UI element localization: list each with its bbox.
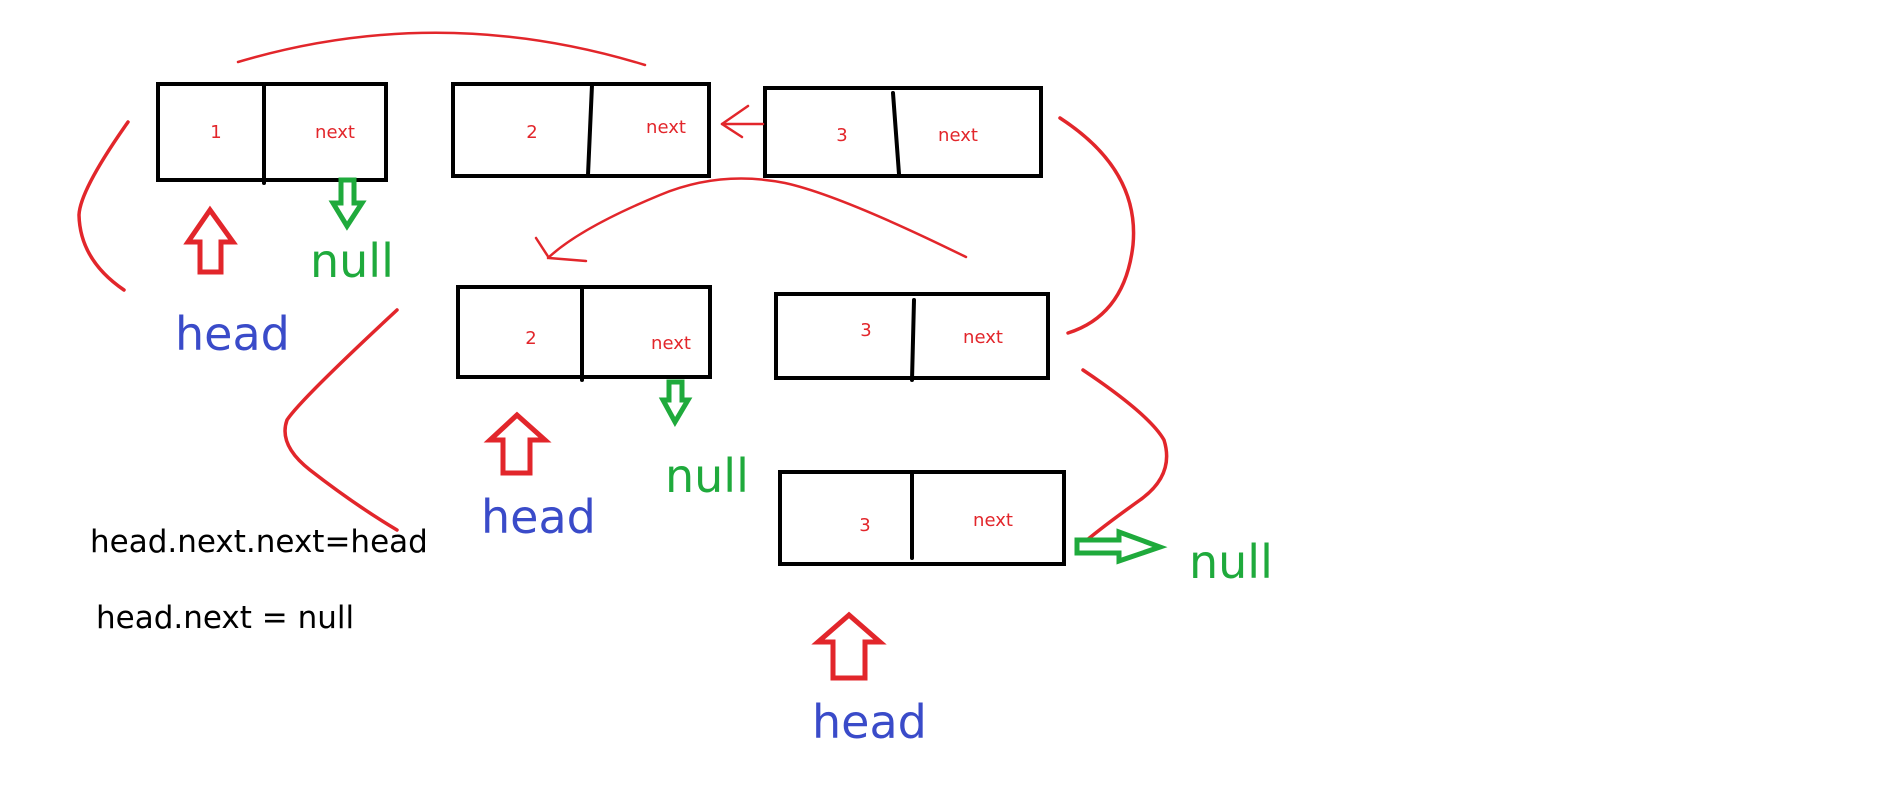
row2-null-arrow xyxy=(658,379,693,428)
row2-node-2-value: 2 xyxy=(525,328,536,349)
row1-node-2-box xyxy=(451,82,711,178)
row1-left-bracket-curve xyxy=(77,120,130,292)
row2-head-arrow xyxy=(483,411,552,476)
row1-node-3-divider xyxy=(891,91,901,176)
row1-node-3: 3 next xyxy=(763,86,1043,178)
row1-node-2: 2 next xyxy=(451,82,711,178)
row2-node-3: 3 next xyxy=(774,292,1050,382)
row1-null-label: null xyxy=(310,234,394,288)
row1-reverse-pointer-head xyxy=(720,104,750,139)
row1-node-1: 1 next xyxy=(156,82,388,185)
row2-node-3-divider xyxy=(910,298,916,382)
row1-head-arrow xyxy=(183,205,238,275)
row1-node-1-next-label: next xyxy=(315,122,355,143)
row1-null-arrow xyxy=(328,177,367,231)
row3-head-label: head xyxy=(812,695,927,749)
row1-node-3-next-label: next xyxy=(938,125,978,146)
row1-node-3-value: 3 xyxy=(836,125,847,146)
row2-to-row3-right-curve xyxy=(1081,368,1169,542)
row2-node-2-next-label: next xyxy=(651,333,691,354)
row1-reverse-pointer-arrow xyxy=(720,104,765,139)
row1-node-2-value: 2 xyxy=(526,122,537,143)
row1-node-2-divider xyxy=(586,83,594,177)
row2-node-3-next-label: next xyxy=(963,327,1003,348)
row3-node-3: 3 next xyxy=(778,470,1066,566)
row2-head-label: head xyxy=(481,490,596,544)
code-line-1: head.next.next=head xyxy=(90,524,428,560)
row1-node-1-value: 1 xyxy=(210,122,221,143)
row3-null-arrow xyxy=(1074,528,1168,565)
row3-node-3-box xyxy=(778,470,1066,566)
row1-node-1-box xyxy=(156,82,388,182)
row2-left-bracket-curve xyxy=(283,308,399,532)
row3-node-3-next-label: next xyxy=(973,510,1013,531)
row3-null-label: null xyxy=(1189,535,1273,589)
row2-reverse-pointer-arc xyxy=(534,177,968,263)
row1-node-3-box xyxy=(763,86,1043,178)
row2-node-3-value: 3 xyxy=(860,320,871,341)
row2-reverse-pointer-arc-line xyxy=(546,177,968,260)
row1-head-label: head xyxy=(175,307,290,361)
row2-reverse-pointer-arc-head xyxy=(534,236,588,263)
row2-null-label: null xyxy=(665,449,749,503)
row3-head-arrow xyxy=(811,611,887,681)
code-line-2: head.next = null xyxy=(96,600,354,636)
row3-node-3-value: 3 xyxy=(859,515,870,536)
row1-to-row2-right-curve xyxy=(1058,116,1136,335)
row1-top-arc xyxy=(236,31,647,67)
row2-node-2: 2 next xyxy=(456,285,712,382)
row1-node-2-next-label: next xyxy=(646,117,686,138)
